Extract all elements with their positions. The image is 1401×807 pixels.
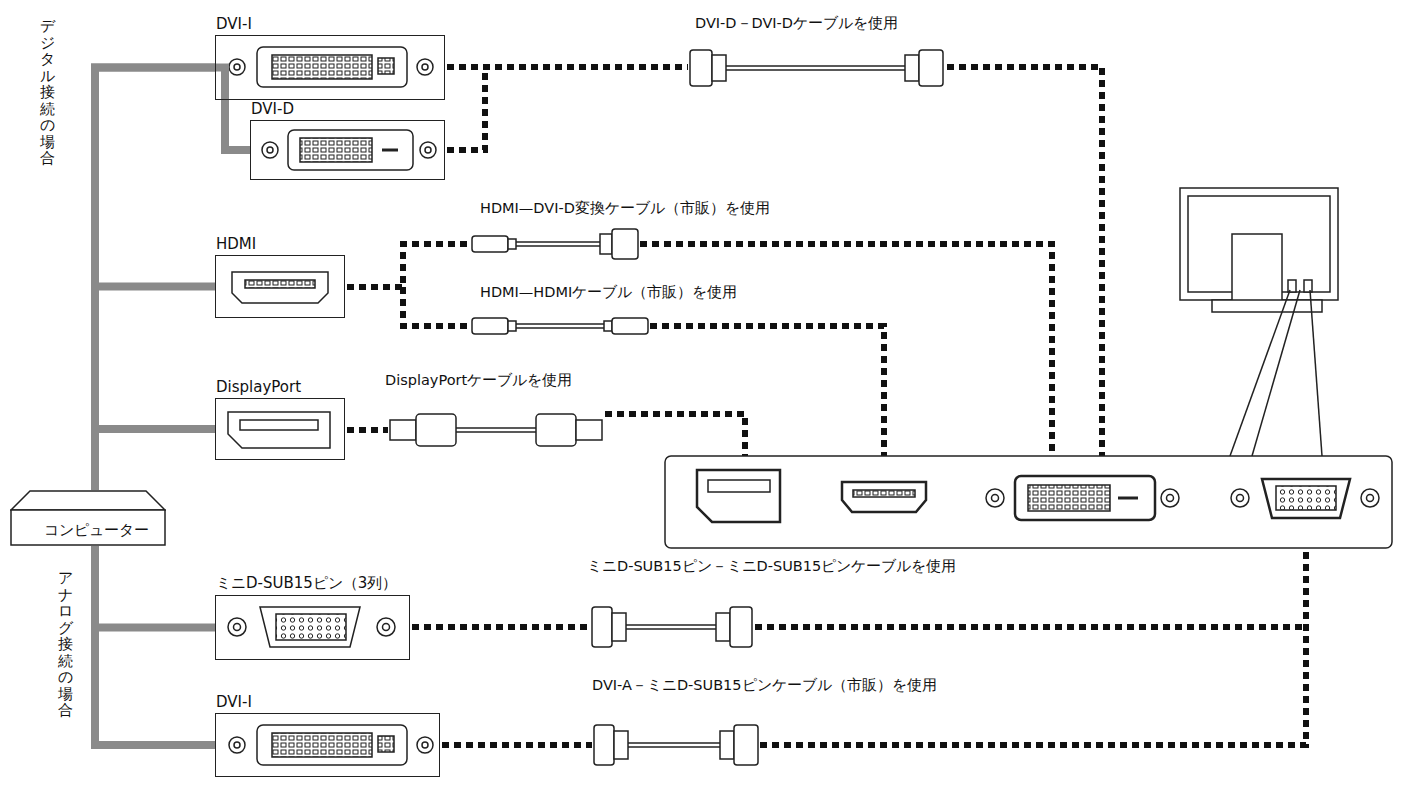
monitor-illustration bbox=[1180, 188, 1338, 456]
cable-label: HDMI—HDMIケーブル（市販）を使用 bbox=[478, 283, 739, 302]
port-name: DVI-I bbox=[216, 693, 252, 711]
bus-connector bbox=[95, 287, 215, 491]
port-box: DVI-I bbox=[215, 713, 440, 777]
cable-label: DVI-D－DVI-Dケーブルを使用 bbox=[693, 14, 900, 33]
bus-connector bbox=[95, 68, 250, 491]
cable-paths bbox=[347, 67, 1306, 745]
computer-label: コンピューター bbox=[10, 521, 182, 540]
port-name: DVI-I bbox=[216, 15, 252, 33]
cable-label: DVI-A－ミニD-SUB15ピンケーブル（市販）を使用 bbox=[590, 676, 939, 695]
port-box: ミニD-SUB15ピン（3列） bbox=[215, 595, 410, 660]
cable-plugs bbox=[390, 50, 943, 765]
cable-label: HDMI—DVI-D変換ケーブル（市販）を使用 bbox=[478, 199, 772, 218]
port-icons bbox=[228, 47, 436, 765]
cable-label: DisplayPortケーブルを使用 bbox=[383, 371, 574, 390]
port-box: DisplayPort bbox=[215, 398, 345, 460]
port-name: DVI-D bbox=[251, 100, 294, 118]
bus-connector bbox=[95, 68, 215, 491]
cable-label: ミニD-SUB15ピン－ミニD-SUB15ピンケーブルを使用 bbox=[585, 557, 958, 576]
monitor-panel bbox=[665, 456, 1392, 548]
port-name: ミニD-SUB15ピン（3列） bbox=[216, 574, 397, 593]
port-box: DVI-I bbox=[215, 35, 445, 100]
bus-connector bbox=[95, 429, 215, 490]
port-name: DisplayPort bbox=[216, 378, 301, 396]
port-box: DVI-D bbox=[250, 120, 445, 180]
computer-box: コンピューター bbox=[10, 490, 182, 546]
group-label: アナログ接続の場合 bbox=[58, 570, 73, 719]
port-box: HDMI bbox=[215, 255, 345, 318]
port-name: HDMI bbox=[216, 235, 256, 253]
group-label: デジタル接続の場合 bbox=[40, 18, 55, 167]
bus-connector bbox=[95, 546, 215, 628]
bus-connector bbox=[95, 546, 215, 745]
